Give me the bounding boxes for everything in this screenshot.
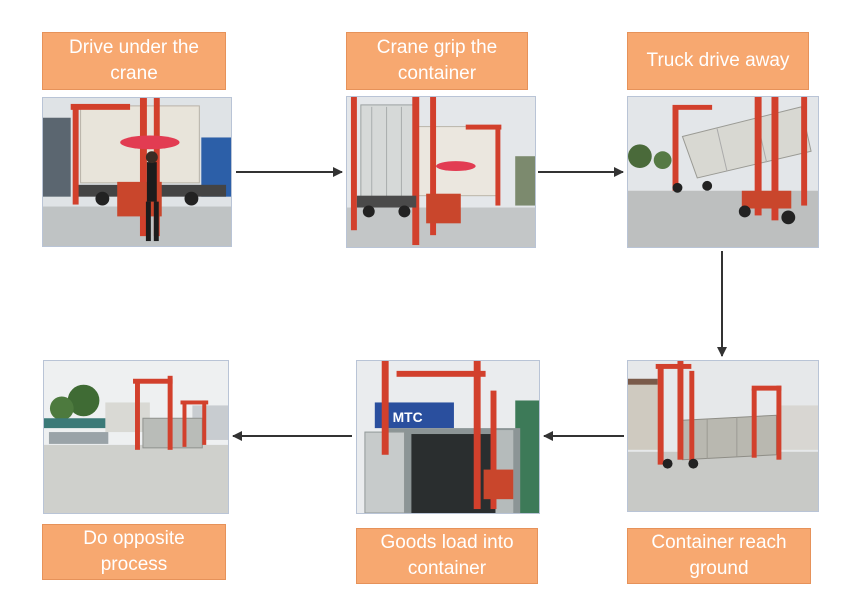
step-1-label: Drive under the crane bbox=[42, 32, 226, 90]
step-3-label: Truck drive away bbox=[627, 32, 809, 90]
step-4-photo bbox=[627, 360, 819, 512]
step-5-photo: MTC bbox=[356, 360, 540, 514]
step-2-label: Crane grip the container bbox=[346, 32, 528, 90]
step-2-photo bbox=[346, 96, 536, 248]
step-6-photo bbox=[43, 360, 229, 514]
step-5-label: Goods load into container bbox=[356, 528, 538, 584]
step-3-photo bbox=[627, 96, 819, 248]
step-4-label: Container reach ground bbox=[627, 528, 811, 584]
step-1-photo bbox=[42, 97, 232, 247]
step-6-label: Do opposite process bbox=[42, 524, 226, 580]
container-brand-text: MTC bbox=[393, 409, 423, 425]
